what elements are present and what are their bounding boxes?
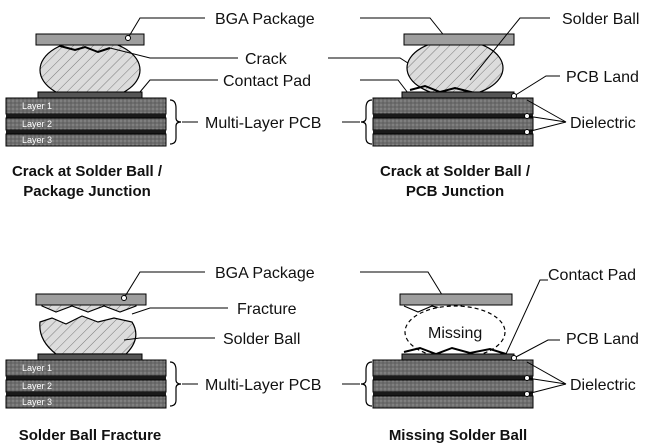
label-bga-package-top: BGA Package [215, 11, 315, 28]
pcb-stack-2 [372, 97, 534, 147]
pcb-stack-4 [372, 359, 534, 409]
pcb-brace [169, 99, 182, 145]
solder-ball-lower [39, 315, 137, 355]
layer-3-label-b: Layer 3 [22, 397, 52, 407]
label-dielectric-bottom: Dielectric [570, 377, 636, 394]
layer-3-label: Layer 3 [22, 135, 52, 145]
panel-crack-pcb-junction: Solder Ball PCB Land Dielectric Crack at… [360, 11, 639, 200]
leader-crack [109, 47, 238, 59]
label-bga-package-bottom: BGA Package [215, 265, 315, 282]
leader-contact-pad [139, 79, 218, 93]
label-crack: Crack [245, 51, 288, 68]
pcb-stack [5, 97, 167, 147]
label-missing: Missing [428, 325, 482, 342]
caption-line-2: Package Junction [23, 183, 151, 200]
label-fracture: Fracture [237, 301, 297, 318]
label-pcb-land-bottom: PCB Land [566, 331, 639, 348]
panel-solder-ball-fracture: Layer 1 Layer 2 Layer 3 Solder Ball Frac… [5, 271, 228, 444]
label-multilayer-pcb-bottom: Multi-Layer PCB [205, 377, 321, 394]
missing-ball-outline [404, 305, 506, 359]
layer-2-label-b: Layer 2 [22, 381, 52, 391]
bga-package-shape [35, 33, 145, 46]
caption2-line-1: Crack at Solder Ball / [380, 163, 531, 180]
label-pcb-land-top: PCB Land [566, 69, 639, 86]
layer-1-label: Layer 1 [22, 101, 52, 111]
pcb-stack-3 [5, 359, 167, 409]
label-solder-ball-bottom: Solder Ball [223, 331, 300, 348]
caption-line-1: Crack at Solder Ball / [12, 163, 163, 180]
caption3: Solder Ball Fracture [19, 427, 162, 444]
layer-2-label: Layer 2 [22, 119, 52, 129]
caption4: Missing Solder Ball [389, 427, 527, 444]
layer-1-label-b: Layer 1 [22, 363, 52, 373]
caption2-line-2: PCB Junction [406, 183, 504, 200]
panel-crack-package-junction: Layer 1 Layer 2 Layer 3 Crack at Solder … [5, 17, 238, 200]
crack-line [59, 45, 111, 54]
label-solder-ball-top: Solder Ball [562, 11, 639, 28]
label-dielectric-top: Dielectric [570, 115, 636, 132]
label-contact-pad-top: Contact Pad [223, 73, 311, 90]
label-contact-pad-bottom: Contact Pad [548, 267, 636, 284]
label-multilayer-pcb-top: Multi-Layer PCB [205, 115, 321, 132]
panel-missing-solder-ball: Missing Contact Pad PCB Land Dielectric … [360, 267, 639, 444]
leader-bga [127, 17, 205, 39]
contact-pad-shape [37, 91, 143, 99]
